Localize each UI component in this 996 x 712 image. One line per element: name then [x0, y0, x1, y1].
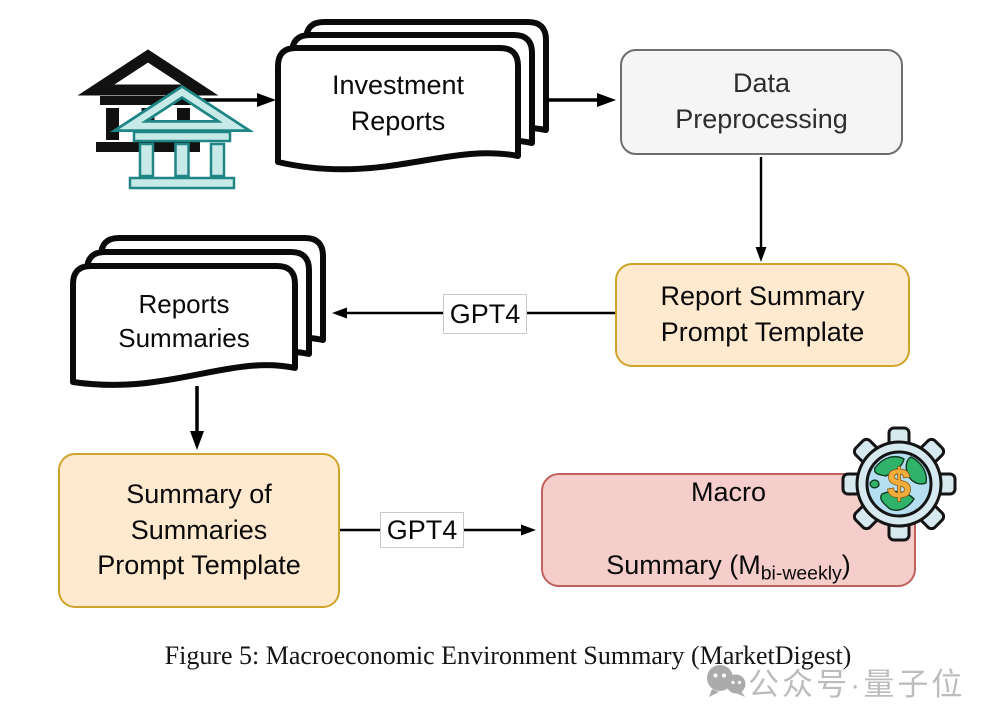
node-report-summary-prompt-template — [615, 263, 910, 367]
label-macro-summary: Macro Summary (Mbi-weekly) — [541, 473, 916, 587]
macro-subscript: bi-weekly — [760, 562, 842, 585]
finance-gear-icon: $ — [841, 426, 957, 542]
label-data-preprocessing: Data Preprocessing — [675, 68, 848, 134]
macro-summary-line2: Summary (Mbi-weekly) — [606, 547, 851, 587]
dollar-icon: $ — [887, 460, 910, 507]
macro-summary-line1: Macro — [690, 476, 766, 507]
watermark-text: 公众号·量子位 — [748, 667, 966, 702]
node-summary-of-summaries-prompt-template — [58, 453, 340, 608]
edge-label-gpt4-top: GPT4 — [443, 294, 527, 334]
label-report-summary-prompt: Report Summary Prompt Template — [660, 281, 865, 347]
bank-icon-teal — [109, 84, 255, 190]
label-reports-summaries: Reports Summaries — [118, 288, 250, 353]
macro-line2-prefix: Summary (M — [606, 549, 761, 580]
wechat-icon — [707, 665, 746, 697]
document-stack-investment-reports — [275, 19, 549, 173]
label-summary-of-summaries-prompt: Summary of Summaries Prompt Template — [97, 479, 301, 581]
edge-label-gpt4-bottom: GPT4 — [380, 512, 464, 548]
document-stack-reports-summaries — [70, 235, 326, 388]
node-data-preprocessing — [620, 49, 903, 155]
figure-caption: Figure 5: Macroeconomic Environment Summ… — [164, 641, 852, 670]
label-investment-reports: Investment Reports — [331, 70, 465, 136]
globe-continents — [869, 456, 928, 511]
macro-line2-suffix: ) — [841, 549, 851, 580]
